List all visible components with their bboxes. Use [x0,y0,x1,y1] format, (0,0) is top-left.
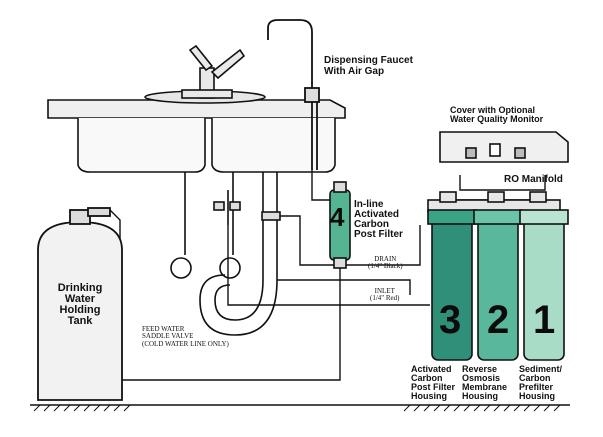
dispensing-faucet-label: Dispensing Faucet With Air Gap [324,56,413,77]
main-faucet [181,44,246,99]
housing-2-line2: Osmosis [462,373,501,383]
housing-2-number: 2 [487,298,510,342]
ground [30,404,570,412]
cover-line2: Water Quality Monitor [450,114,544,124]
housing-3-line3: Post Filter [411,382,456,392]
tank-line2: Water [64,293,96,305]
inline-filter-number: 4 [330,202,345,232]
tank-line1: Drinking [57,282,103,294]
inline-post-filter [329,181,351,269]
housing-3-line1: Activated [411,364,452,374]
drain-plumbing [170,172,281,336]
housing-1-line2: Carbon [519,373,551,383]
feed-valve-line2: SADDLE VALVE [142,332,194,341]
drain-line1: DRAIN [374,255,397,263]
drain-line2: (1/4" Black) [368,262,403,271]
housing-2-line1: Reverse [462,364,498,374]
holding-tank [37,207,123,401]
housing-3-number: 3 [439,298,462,342]
filter-housings [427,209,569,361]
feed-valve-label: FEED WATER SADDLE VALVE (COLD WATER LINE… [142,325,229,348]
housing-1-number: 1 [533,298,556,342]
cover-label: Cover with Optional Water Quality Monito… [450,106,543,124]
inlet-label: INLET (1/4" Red) [370,287,400,303]
inline-filter-line4: Post Filter [354,229,403,240]
housing-2-label: Reverse Osmosis Membrane Housing [462,365,507,401]
cover-monitor [439,131,569,163]
housing-3-line2: Carbon [411,373,443,383]
feed-valve-line3: (COLD WATER LINE ONLY) [142,339,229,348]
housing-1-line1: Sediment/ [519,364,563,374]
feed-valve-line1: FEED WATER [142,325,185,333]
ro-manifold-label: RO Manifold [504,174,563,185]
tank-line3: Holding [59,304,101,316]
dispensing-faucet-line1: Dispensing Faucet [324,55,413,66]
housing-3-line4: Housing [411,391,447,401]
inlet-line2: (1/4" Red) [370,294,400,303]
housing-2-line4: Housing [462,391,498,401]
tubing [109,170,546,381]
housing-1-line4: Housing [519,391,555,401]
ro-manifold [427,191,561,213]
tank-label: Drinking Water Holding Tank [42,283,118,327]
housing-2-line3: Membrane [462,382,508,392]
cover-line1: Cover with Optional [450,105,536,115]
inline-filter-label: In-line Activated Carbon Post Filter [354,200,403,240]
housing-1-label: Sediment/ Carbon Prefilter Housing [519,365,562,401]
drain-label: DRAIN (1/4" Black) [368,255,403,271]
dispensing-faucet-line2: With Air Gap [324,66,385,77]
inline-filter-line2: Activated [354,209,400,220]
housing-3-label: Activated Carbon Post Filter Housing [411,365,455,401]
housing-1-line3: Prefilter [519,382,554,392]
inlet-line1: INLET [374,287,395,295]
dispensing-faucet [267,19,320,170]
inline-filter-line1: In-line [354,199,384,210]
sink [47,90,346,173]
tank-line4: Tank [67,315,93,327]
inline-filter-line3: Carbon [354,219,389,230]
